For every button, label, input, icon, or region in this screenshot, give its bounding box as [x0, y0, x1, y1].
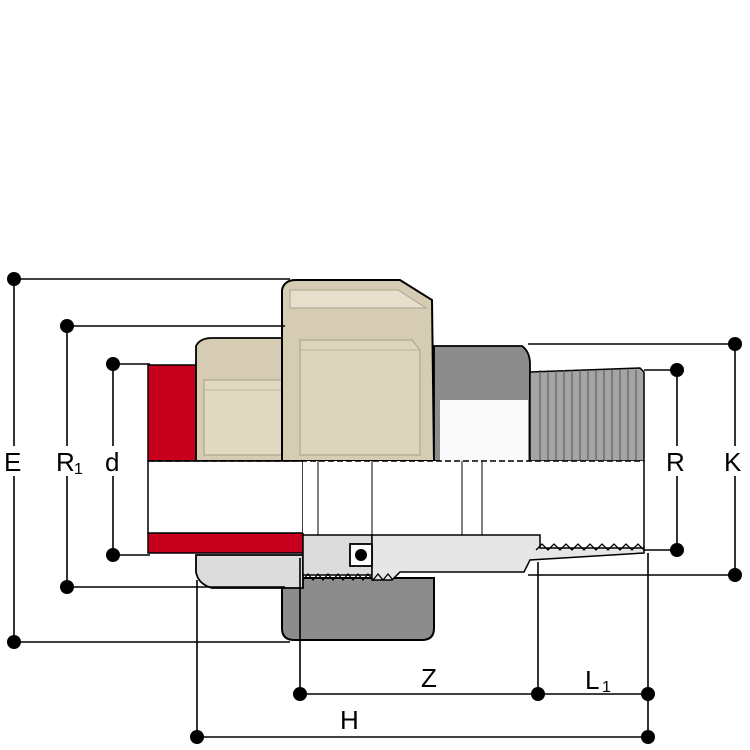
threaded-end-lower	[371, 534, 645, 581]
thread-lines-upper	[539, 370, 637, 461]
left-socket-lower	[195, 554, 304, 589]
label-r1: R	[56, 447, 75, 477]
label-h: H	[340, 705, 359, 735]
external-thread-upper	[529, 367, 645, 462]
union-nut-top-facet	[289, 289, 428, 309]
dimension-labels: E R 1 d R K Z L 1 H	[2, 446, 748, 735]
union-nut-front-facet	[299, 339, 421, 456]
red-socket-band-top	[147, 364, 197, 462]
label-e: E	[4, 447, 21, 477]
label-k: K	[724, 447, 742, 477]
external-thread-lower	[535, 543, 645, 551]
bore-right	[303, 461, 644, 533]
label-r1-subscript: 1	[74, 461, 83, 478]
left-socket-bevel	[203, 379, 283, 456]
threaded-end-highlight	[440, 400, 528, 461]
dimension-lines	[7, 272, 742, 744]
red-socket-band-bottom	[147, 532, 304, 554]
bore-left	[147, 460, 304, 534]
fitting-body	[147, 279, 645, 641]
label-z: Z	[421, 663, 437, 693]
label-r: R	[666, 447, 685, 477]
label-l1: L	[585, 665, 599, 695]
label-l1-subscript: 1	[602, 679, 611, 696]
o-ring	[355, 549, 367, 561]
nut-internal-thread	[302, 572, 394, 582]
label-d: d	[105, 447, 119, 477]
union-nut-lower	[281, 577, 435, 641]
